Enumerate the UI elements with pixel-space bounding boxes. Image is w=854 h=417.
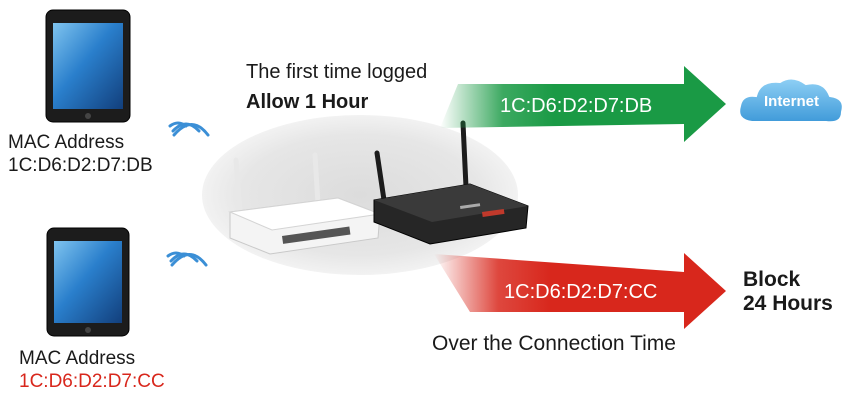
wifi-signal-icon <box>168 121 210 137</box>
connection-time-caption: Over the Connection Time <box>432 332 676 355</box>
block-label: Block <box>743 268 801 291</box>
device-2-mac-title: MAC Address <box>19 348 136 369</box>
allow-duration-caption: Allow 1 Hour <box>246 91 369 113</box>
cloud-icon <box>738 77 844 124</box>
cloud-label: Internet <box>763 93 819 110</box>
device-1-mac-value: 1C:D6:D2:D7:DB <box>8 155 153 176</box>
green-arrow <box>440 66 726 142</box>
router-icon <box>228 152 382 255</box>
red-arrow <box>434 253 726 329</box>
green-arrow-label: 1C:D6:D2:D7:DB <box>500 95 653 117</box>
first-login-caption: The first time logged <box>246 61 428 83</box>
wifi-signal-icon <box>166 251 208 267</box>
router-icon <box>373 120 529 245</box>
device-1-mac-title: MAC Address <box>8 132 125 153</box>
red-arrow-label: 1C:D6:D2:D7:CC <box>504 281 658 303</box>
device-2-mac-value: 1C:D6:D2:D7:CC <box>19 371 165 392</box>
tablet-icon <box>46 227 130 337</box>
tablet-icon <box>45 9 131 123</box>
block-duration-label: 24 Hours <box>743 292 833 315</box>
